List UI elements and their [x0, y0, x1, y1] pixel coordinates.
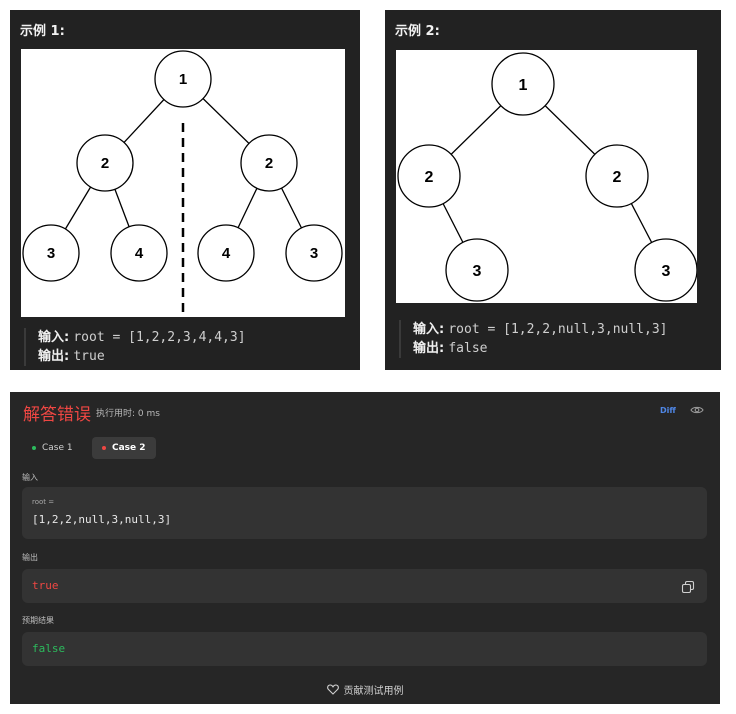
example-1-tree: 1 2 2 3 4 4 3	[22, 50, 343, 315]
tree-node: 3	[310, 245, 318, 262]
output-box: true	[22, 569, 707, 603]
example-2-panel: 示例 2: 1 2 2 3 3	[385, 10, 721, 370]
tree-node: 4	[222, 245, 231, 262]
input-label: 输入:	[38, 330, 70, 345]
input-section-label: 输入	[22, 473, 38, 482]
output-section-label: 输出	[22, 553, 38, 562]
tab-label: Case 1	[42, 443, 73, 453]
example-2-title: 示例 2:	[395, 24, 440, 39]
result-panel: 解答错误 执行用时: 0 ms Diff Case 1 Case 2 输入 ro…	[10, 392, 720, 704]
contribute-testcase-button[interactable]: 贡献测试用例	[10, 682, 720, 698]
eye-icon[interactable]	[690, 402, 704, 416]
tab-label: Case 2	[112, 443, 146, 453]
output-value: true	[73, 349, 105, 364]
tree-node: 2	[613, 169, 622, 186]
tree-node: 4	[135, 245, 144, 262]
output-value: true	[32, 579, 59, 592]
tree-node: 3	[473, 263, 482, 280]
tree-node: 3	[47, 245, 55, 262]
example-1-tree-figure: 1 2 2 3 4 4 3	[21, 49, 345, 317]
result-status: 解答错误	[23, 405, 91, 425]
example-2-io: 输入: root = [1,2,2,null,3,null,3] 输出: fal…	[399, 320, 668, 358]
example-1-io: 输入: root = [1,2,2,3,4,4,3] 输出: true	[24, 328, 246, 366]
example-2-tree: 1 2 2 3 3	[397, 52, 697, 302]
tree-node: 2	[425, 169, 434, 186]
fail-dot-icon	[102, 445, 106, 450]
example-2-tree-figure: 1 2 2 3 3	[396, 50, 697, 303]
tree-node: 2	[265, 155, 273, 172]
pass-dot-icon	[32, 445, 36, 450]
tree-node: 1	[519, 77, 528, 94]
tree-node: 2	[101, 155, 109, 172]
output-label: 输出:	[413, 341, 445, 356]
contribute-label: 贡献测试用例	[343, 686, 404, 697]
heart-icon	[326, 684, 339, 698]
input-box: root = [1,2,2,null,3,null,3]	[22, 487, 707, 539]
example-1-title: 示例 1:	[20, 24, 65, 39]
expected-value: false	[32, 642, 66, 655]
tab-case-2[interactable]: Case 2	[92, 437, 156, 459]
diff-button[interactable]: Diff	[660, 406, 676, 415]
input-label: 输入:	[413, 322, 445, 337]
output-label: 输出:	[38, 349, 70, 364]
input-value: [1,2,2,null,3,null,3]	[32, 513, 172, 526]
input-value: root = [1,2,2,3,4,4,3]	[73, 330, 246, 345]
expected-box: false	[22, 632, 707, 666]
runtime-text: 执行用时: 0 ms	[96, 409, 160, 419]
example-1-panel: 示例 1: 1 2	[10, 10, 360, 370]
tab-case-1[interactable]: Case 1	[22, 437, 83, 459]
input-value: root = [1,2,2,null,3,null,3]	[448, 322, 668, 337]
output-value: false	[448, 341, 488, 356]
tree-node: 3	[662, 263, 671, 280]
copy-icon[interactable]	[681, 579, 695, 594]
expected-section-label: 预期结果	[22, 616, 54, 625]
input-var-label: root =	[32, 498, 55, 506]
tree-node: 1	[179, 71, 187, 88]
